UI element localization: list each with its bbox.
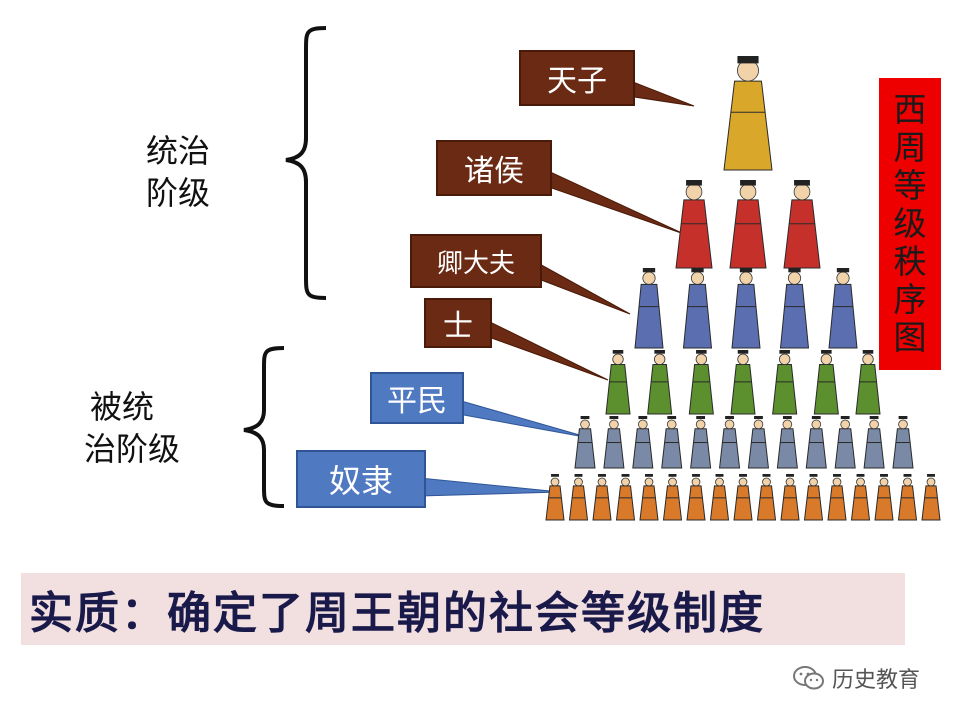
watermark: 历史教育 (792, 660, 920, 696)
title-char: 级 (893, 204, 927, 243)
ruling-class-brace (285, 26, 327, 300)
title-char: 西 (893, 90, 927, 129)
figure-tier-6 (545, 474, 565, 521)
figure-tier-6 (639, 474, 659, 521)
figure-tier-5 (805, 416, 827, 469)
figure-tier-5 (690, 416, 712, 469)
figure-tier-3 (828, 268, 858, 349)
figure-tier-5 (834, 416, 856, 469)
figure-tier-3 (731, 268, 761, 349)
figure-tier-6 (686, 474, 706, 521)
figure-tier-6 (662, 474, 683, 521)
tier-label-zhuhou: 诸侯 (436, 140, 552, 196)
figure-tier-2 (675, 180, 713, 269)
figure-tier-1 (723, 56, 773, 171)
ruled-class-line1: 被统 (90, 388, 155, 426)
ruled-class-brace (243, 346, 285, 508)
figure-tier-6 (921, 474, 941, 521)
wechat-icon (793, 666, 824, 690)
figure-tier-5 (661, 416, 683, 469)
figure-tier-4 (772, 350, 798, 415)
ruling-class-label: 统治 阶级 (146, 130, 210, 214)
figure-tier-4 (855, 350, 881, 415)
title-char: 等 (893, 166, 927, 205)
figure-tier-5 (718, 416, 741, 469)
title-char: 图 (893, 318, 927, 357)
figure-tier-5 (574, 416, 596, 469)
figure-tier-6 (874, 474, 894, 521)
figure-tier-6 (709, 474, 730, 521)
ruled-class-line2: 治阶级 (84, 430, 181, 468)
figure-tier-6 (827, 474, 847, 521)
figure-tier-6 (780, 474, 800, 521)
figure-tier-4 (688, 350, 714, 415)
tier-label-shi: 士 (424, 298, 492, 348)
figure-tier-6 (803, 474, 824, 521)
figure-tier-5 (632, 416, 654, 469)
figure-tier-4 (813, 350, 839, 415)
diagram-title: 西 周 等 级 秩 序 图 (879, 78, 941, 370)
ruling-class-line2: 阶级 (146, 174, 211, 212)
figure-tier-6 (615, 474, 636, 521)
ruling-class-line1: 统治 (146, 132, 211, 170)
title-char: 序 (893, 280, 927, 319)
figure-tier-6 (592, 474, 612, 521)
figure-tier-4 (605, 350, 631, 415)
title-char: 周 (893, 128, 927, 167)
title-char: 秩 (893, 242, 927, 281)
figure-tier-5 (603, 416, 625, 469)
figure-tier-4 (647, 350, 673, 415)
figure-tier-3 (779, 268, 810, 349)
figure-tier-6 (733, 474, 753, 521)
ruled-class-label: 被统 治阶级 (84, 386, 180, 470)
figure-tier-2 (729, 180, 767, 269)
figure-tier-6 (756, 474, 777, 521)
watermark-text: 历史教育 (832, 668, 921, 693)
figure-tier-5 (863, 416, 885, 469)
tier-label-pingmin: 平民 (370, 372, 464, 424)
figure-tier-6 (568, 474, 589, 521)
figure-tier-5 (776, 416, 798, 469)
figure-tier-2 (783, 180, 821, 269)
figure-tier-5 (747, 416, 770, 469)
figure-tier-5 (892, 416, 914, 469)
summary-banner: 实质：确定了周王朝的社会等级制度 (21, 573, 905, 645)
figure-tier-3 (682, 268, 713, 349)
tier-label-tianzi: 天子 (519, 50, 635, 106)
figure-tier-4 (730, 350, 756, 415)
figure-tier-6 (850, 474, 871, 521)
figure-tier-3 (634, 268, 664, 349)
tier-label-qingdafu: 卿大夫 (410, 234, 542, 288)
tier-label-nuli: 奴隶 (296, 450, 426, 508)
figure-tier-6 (897, 474, 918, 521)
summary-text: 实质：确定了周王朝的社会等级制度 (29, 588, 765, 639)
